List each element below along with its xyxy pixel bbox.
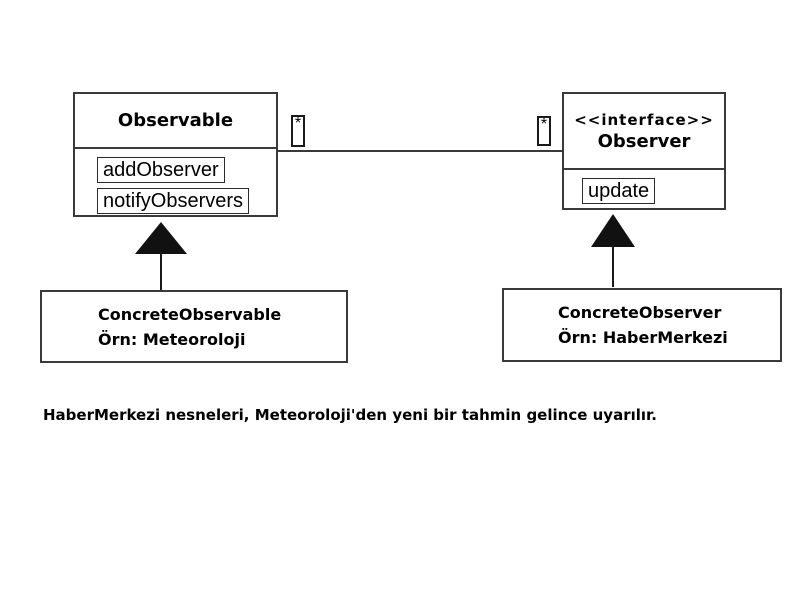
multiplicity-marker-left: * xyxy=(291,115,305,147)
concrete-observer-box: ConcreteObserver Örn: HaberMerkezi xyxy=(502,288,782,362)
observer-stereotype: <<interface>> xyxy=(574,111,714,129)
association-line xyxy=(278,150,562,152)
inheritance-arrow-left-icon xyxy=(135,222,187,254)
method-chip-addobserver: addObserver xyxy=(97,157,225,183)
inheritance-arrow-right-icon xyxy=(591,214,635,247)
observable-title: Observable xyxy=(117,109,234,131)
inheritance-line-right xyxy=(612,245,614,287)
method-chip-update: update xyxy=(582,178,656,204)
multiplicity-left-value: * xyxy=(294,115,302,132)
multiplicity-marker-right: * xyxy=(537,116,551,146)
observer-title-compartment: <<interface>> Observer xyxy=(564,94,724,170)
diagram-caption: HaberMerkezi nesneleri, Meteoroloji'den … xyxy=(43,406,657,424)
observer-interface-box: <<interface>> Observer update xyxy=(562,92,726,210)
observer-title: Observer xyxy=(597,131,691,152)
multiplicity-right-value: * xyxy=(540,116,548,133)
method-chip-notifyobservers: notifyObservers xyxy=(97,188,250,214)
inheritance-line-left xyxy=(160,252,162,290)
concrete-observable-example: Örn: Meteoroloji xyxy=(98,329,246,349)
concrete-observable-name: ConcreteObservable xyxy=(98,304,282,324)
concrete-observer-example: Örn: HaberMerkezi xyxy=(558,328,728,347)
concrete-observer-name: ConcreteObserver xyxy=(558,303,722,322)
observable-title-compartment: Observable xyxy=(75,94,276,149)
observable-class-box: Observable addObserver notifyObservers xyxy=(73,92,278,217)
concrete-observable-box: ConcreteObservable Örn: Meteoroloji xyxy=(40,290,348,363)
